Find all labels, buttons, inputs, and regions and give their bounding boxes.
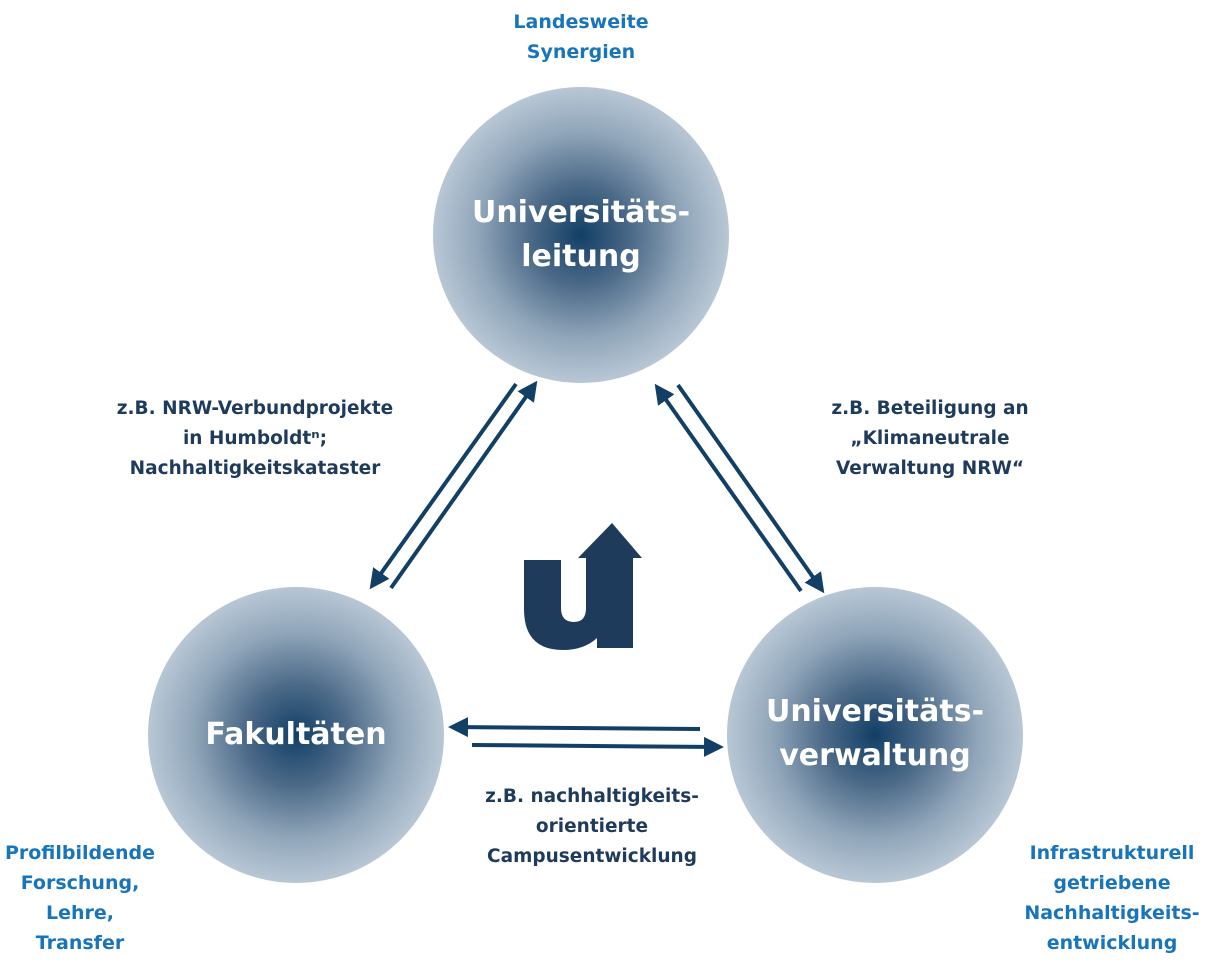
edge-label-leitung-verwaltung: z.B. Beteiligung an „Klimaneutrale Verwa… — [831, 398, 1029, 479]
arrow-fakultaeten-to-verwaltung — [471, 736, 724, 757]
node-circle-verwaltung — [727, 587, 1023, 883]
node-label-fakultaeten: Fakultäten — [205, 717, 387, 752]
annotation-landesweite-synergien: Landesweite Synergien — [513, 11, 649, 63]
edge-label-fakultaeten-leitung: z.B. NRW-Verbundprojekte in Humboldtⁿ; N… — [116, 398, 394, 479]
arrow-verwaltung-to-leitung — [654, 383, 803, 593]
arrow-leitung-to-fakultaeten — [369, 382, 518, 590]
arrow-leitung-to-verwaltung — [676, 383, 825, 594]
node-label-verwaltung: Universitäts- verwaltung — [765, 694, 985, 773]
arrow-fakultaeten-to-leitung — [389, 380, 538, 590]
edge-label-fakultaeten-verwaltung: z.B. nachhaltigkeits- orientierte Campus… — [485, 786, 699, 867]
annotation-profilbildende: Profilbildende Forschung, Lehre, Transfe… — [4, 842, 156, 954]
node-circle-leitung — [433, 87, 729, 383]
annotation-infrastrukturell: Infrastrukturell getriebene Nachhaltigke… — [1024, 842, 1200, 954]
arrow-verwaltung-to-fakultaeten — [448, 717, 701, 738]
node-label-leitung: Universitäts- leitung — [471, 195, 691, 274]
u-arrow-logo-icon — [524, 523, 642, 650]
node-circle-fakultaeten — [148, 587, 444, 883]
